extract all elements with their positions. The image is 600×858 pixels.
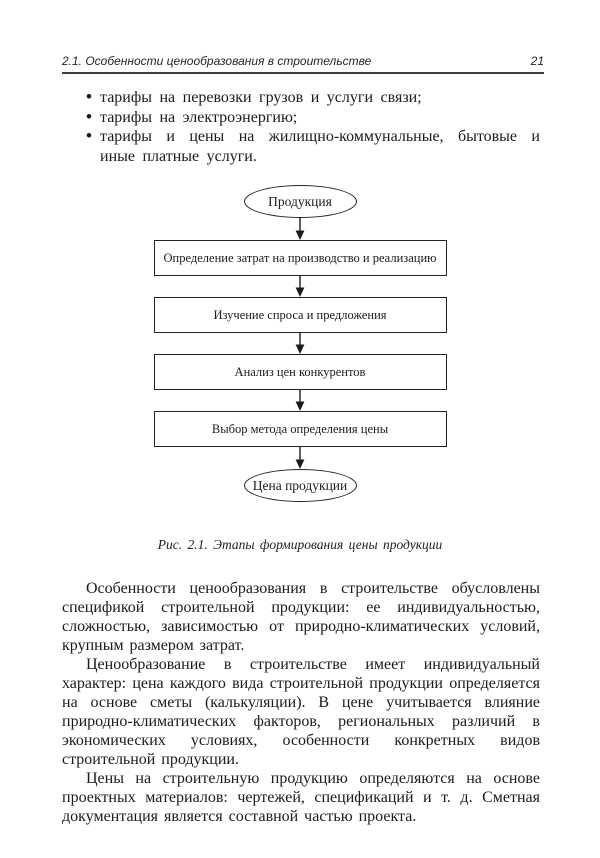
- flow-node-product-price: Цена продукции: [243, 469, 357, 502]
- bullet-item: тарифы на перевозки грузов и услуги связ…: [86, 87, 540, 108]
- flow-node-competitor-analysis: Анализ цен конкурентов: [153, 354, 447, 390]
- bullet-item: тарифы и цены на жилищно-коммунальные, б…: [86, 126, 540, 166]
- running-head: 2.1. Особенности ценообразования в строи…: [62, 54, 372, 68]
- figure-caption: Рис. 2.1. Этапы формирования цены продук…: [157, 537, 443, 552]
- arrow-down-icon: [295, 218, 305, 240]
- page-number: 21: [530, 54, 544, 68]
- flowchart: Продукция Определение затрат на производ…: [0, 185, 600, 502]
- arrow-down-icon: [295, 390, 305, 411]
- arrow-down-icon: [295, 447, 305, 469]
- body-text: Особенности ценообразования в строительс…: [62, 579, 540, 826]
- page-header: 2.1. Особенности ценообразования в строи…: [62, 54, 544, 74]
- paragraph: Цены на строительную продукцию определяю…: [62, 770, 540, 825]
- bullet-item: тарифы на электроэнергию;: [86, 107, 540, 128]
- arrow-down-icon: [295, 276, 305, 297]
- paragraph: Ценообразование в строительстве имеет ин…: [62, 656, 540, 768]
- bullet-list: тарифы на перевозки грузов и услуги связ…: [86, 87, 540, 166]
- flow-node-product: Продукция: [243, 185, 357, 218]
- flow-node-method-choice: Выбор метода определения цены: [153, 411, 447, 447]
- arrow-down-icon: [295, 333, 305, 354]
- paragraph: Особенности ценообразования в строительс…: [62, 580, 540, 654]
- flow-node-demand-study: Изучение спроса и предложения: [153, 297, 447, 333]
- flow-node-cost-determination: Определение затрат на производство и реа…: [153, 240, 447, 276]
